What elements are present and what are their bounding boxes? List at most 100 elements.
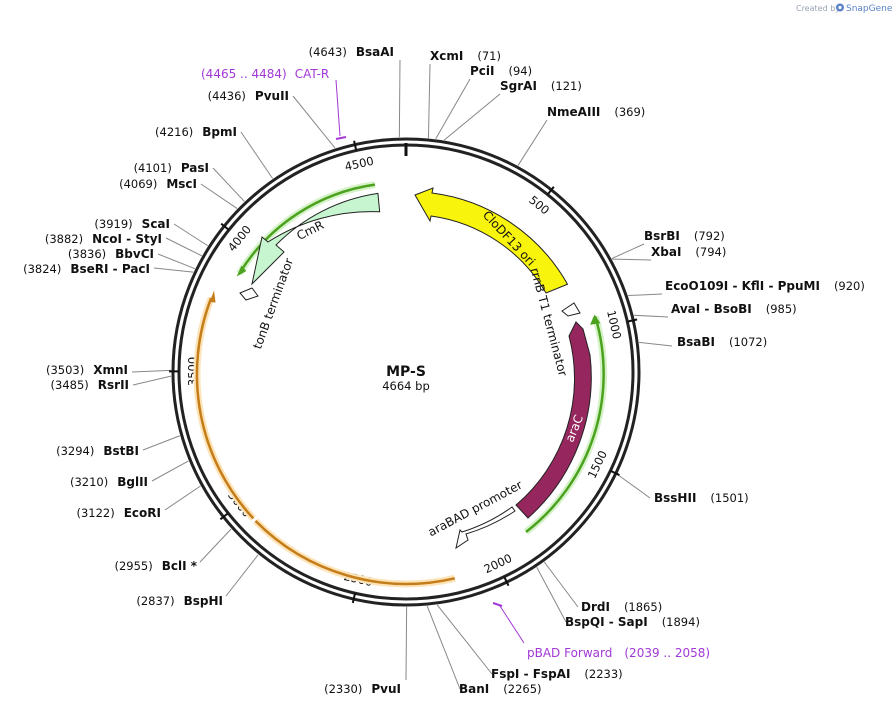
- primer-label-pbad-forward: pBAD Forward(2039 .. 2058): [527, 646, 710, 660]
- tick-mark: [546, 186, 555, 196]
- enzyme-site[interactable]: BbvCI(3836): [68, 247, 154, 261]
- enzyme-site[interactable]: PvuII(4436): [208, 89, 289, 103]
- enzyme-site[interactable]: MscI(4069): [119, 177, 197, 191]
- tick-mark: [219, 512, 229, 521]
- credit-brand: SnapGene: [846, 4, 893, 14]
- enzyme-position: (4643): [309, 45, 347, 59]
- enzyme-name: BspQI - SapI: [565, 615, 648, 629]
- enzyme-site[interactable]: BspHI(2837): [136, 594, 223, 608]
- enzyme-name: EcoO109I - KflI - PpuMI: [665, 279, 820, 293]
- feature-arabad-promoter[interactable]: [455, 506, 516, 550]
- enzyme-site[interactable]: NcoI - StyI(3882): [45, 232, 162, 246]
- enzyme-position: (2233): [584, 667, 622, 681]
- enzyme-site[interactable]: BpmI(4216): [155, 125, 237, 139]
- enzyme-leader: [200, 183, 238, 209]
- enzyme-name: BstBI: [103, 444, 139, 458]
- enzyme-name: PciI: [470, 64, 495, 78]
- enzyme-site[interactable]: EcoO109I - KflI - PpuMI (920): [665, 279, 865, 293]
- enzyme-position: (4101): [134, 161, 172, 175]
- enzyme-name: BssHII: [654, 491, 696, 505]
- enzyme-position: (1865): [624, 600, 662, 614]
- enzyme-name: MscI: [166, 177, 197, 191]
- enzyme-site[interactable]: BseRI - PacI (3824): [23, 262, 150, 276]
- enzyme-site[interactable]: XbaI (794): [651, 245, 726, 259]
- tick-mark: [503, 576, 510, 587]
- enzyme-site[interactable]: SgrAI (121): [500, 79, 582, 93]
- primer-cat-r[interactable]: [335, 79, 347, 140]
- primer-range-cat-r: (4465 .. 4484): [201, 67, 287, 81]
- enzyme-position: (3122): [76, 506, 114, 520]
- enzyme-leader: [543, 561, 579, 608]
- enzyme-name: XbaI: [651, 245, 681, 259]
- enzyme-site[interactable]: BclI *(2955): [114, 559, 197, 573]
- enzyme-position: (920): [834, 279, 865, 293]
- enzyme-leader: [617, 474, 651, 499]
- enzyme-site[interactable]: BsaBI(1072): [677, 335, 767, 349]
- tick-mark: [627, 318, 638, 323]
- enzyme-name: ScaI: [142, 217, 170, 231]
- enzyme-site[interactable]: BsaAI (4643): [309, 45, 394, 59]
- enzyme-site[interactable]: PvuI(2330): [324, 682, 401, 696]
- enzyme-name: DrdI: [581, 600, 610, 614]
- enzyme-position: (121): [551, 79, 582, 93]
- enzyme-site[interactable]: AvaI - BsoBI(985): [671, 302, 797, 316]
- enzyme-leader: [173, 223, 209, 247]
- enzyme-site[interactable]: DrdI (1865): [581, 600, 662, 614]
- enzyme-name: SgrAI: [500, 79, 537, 93]
- map-length: 4664 bp: [382, 379, 430, 393]
- enzyme-leader: [427, 63, 431, 139]
- enzyme-position: (3294): [56, 444, 94, 458]
- enzyme-position: (794): [695, 245, 726, 259]
- enzyme-site[interactable]: BglII(3210): [70, 475, 148, 489]
- enzyme-leader: [240, 131, 274, 179]
- enzyme-position: (369): [614, 105, 645, 119]
- enzyme-site[interactable]: RsrII(3485): [51, 378, 129, 392]
- enzyme-name: PvuI: [371, 682, 401, 696]
- enzyme-site[interactable]: NmeAIII(369): [547, 105, 645, 119]
- tick-label: 1000: [604, 309, 624, 341]
- enzyme-leader: [634, 314, 669, 318]
- feature-arac[interactable]: [515, 321, 592, 519]
- tick-mark: [609, 469, 620, 476]
- enzyme-site[interactable]: EcoRI(3122): [76, 506, 161, 520]
- enzyme-site[interactable]: PciI (94): [470, 64, 532, 78]
- enzyme-leader: [443, 93, 501, 141]
- tick-mark: [220, 222, 230, 231]
- enzyme-position: (3824): [23, 262, 61, 276]
- enzyme-name: BseRI - PacI: [70, 262, 150, 276]
- enzyme-leader: [157, 253, 196, 270]
- enzyme-name: XmnI: [93, 363, 128, 377]
- enzyme-name: BspHI: [184, 594, 223, 608]
- primer-pbad-forward[interactable]: [492, 602, 525, 644]
- enzyme-leader: [435, 78, 471, 140]
- enzyme-position: (94): [509, 64, 533, 78]
- primer-name-pbad-forward: pBAD Forward: [527, 646, 612, 660]
- enzyme-site[interactable]: PasI (4101): [134, 161, 209, 175]
- enzyme-leader: [639, 341, 673, 347]
- enzyme-leader: [398, 59, 401, 138]
- enzyme-site[interactable]: BspQI - SapI(1894): [565, 615, 700, 629]
- enzyme-name: BsaAI: [356, 45, 394, 59]
- feature-cloDF13-ori[interactable]: [414, 187, 569, 294]
- enzyme-site[interactable]: FspI - FspAI(2233): [491, 667, 623, 681]
- enzyme-site[interactable]: BssHII(1501): [654, 491, 749, 505]
- enzyme-position: (3485): [51, 378, 89, 392]
- feature-cmr[interactable]: [251, 192, 381, 286]
- enzyme-position: (4216): [155, 125, 193, 139]
- terminator-tonb-icon: [239, 287, 259, 301]
- enzyme-name: BsaBI: [677, 335, 715, 349]
- enzyme-leader: [212, 167, 245, 202]
- enzyme-leader: [199, 528, 232, 563]
- feature-label-cmr: CmR: [294, 218, 326, 243]
- enzyme-position: (3836): [68, 247, 106, 261]
- enzyme-leader: [517, 119, 548, 166]
- enzyme-site[interactable]: BstBI (3294): [56, 444, 139, 458]
- enzyme-site[interactable]: BsrBI(792): [644, 229, 725, 243]
- enzyme-site[interactable]: XmnI(3503): [46, 363, 128, 377]
- enzyme-site[interactable]: ScaI(3919): [94, 217, 170, 231]
- enzyme-site[interactable]: XcmI(71): [430, 49, 501, 63]
- enzyme-site[interactable]: BanI(2265): [459, 682, 542, 696]
- enzyme-name: PasI: [181, 161, 209, 175]
- green-arc-top: [236, 181, 376, 277]
